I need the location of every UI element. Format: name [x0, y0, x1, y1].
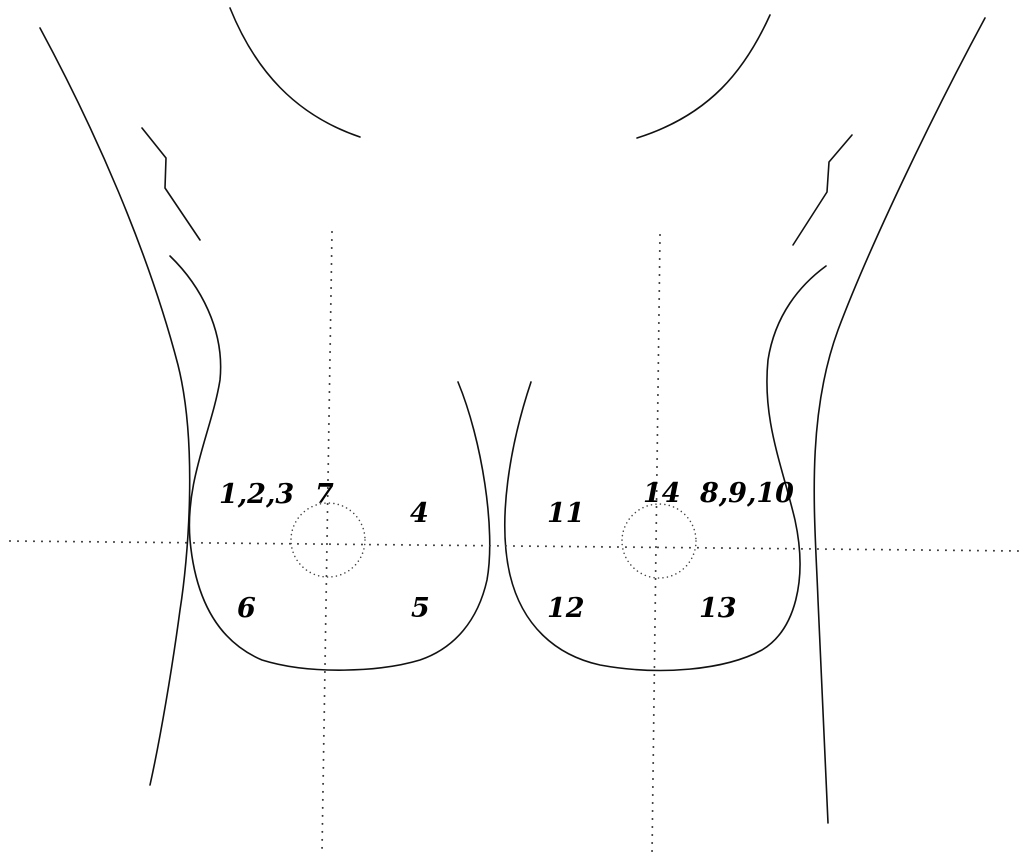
label-lower-inner-left: 12	[547, 593, 585, 624]
neck-line-left	[230, 8, 360, 137]
label-lower-outer-left: 13	[699, 593, 737, 624]
label-lower-inner-right: 5	[411, 593, 430, 624]
armpit-crease-right	[793, 135, 852, 245]
label-upper-inner-right: 4	[410, 498, 429, 529]
torso-outline-right	[814, 18, 985, 823]
armpit-crease-left	[142, 128, 200, 240]
label-lower-outer-right: 6	[237, 593, 256, 624]
label-nipple-right: 7	[315, 479, 334, 510]
label-upper-inner-left: 11	[547, 498, 585, 529]
right-nipple-circle	[291, 503, 365, 577]
label-upper-outer-left: 8,9,10	[699, 478, 794, 509]
right-breast-outline	[170, 256, 490, 670]
label-upper-outer-right: 1,2,3	[219, 479, 294, 510]
torso-outline-left	[40, 28, 190, 785]
label-nipple-left: 14	[643, 478, 681, 509]
neck-line-right	[637, 15, 770, 138]
right-breast-vertical-guide	[322, 232, 332, 852]
left-breast-vertical-guide	[652, 235, 660, 855]
left-nipple-circle	[622, 504, 696, 578]
horizontal-guide-line	[10, 541, 1020, 551]
